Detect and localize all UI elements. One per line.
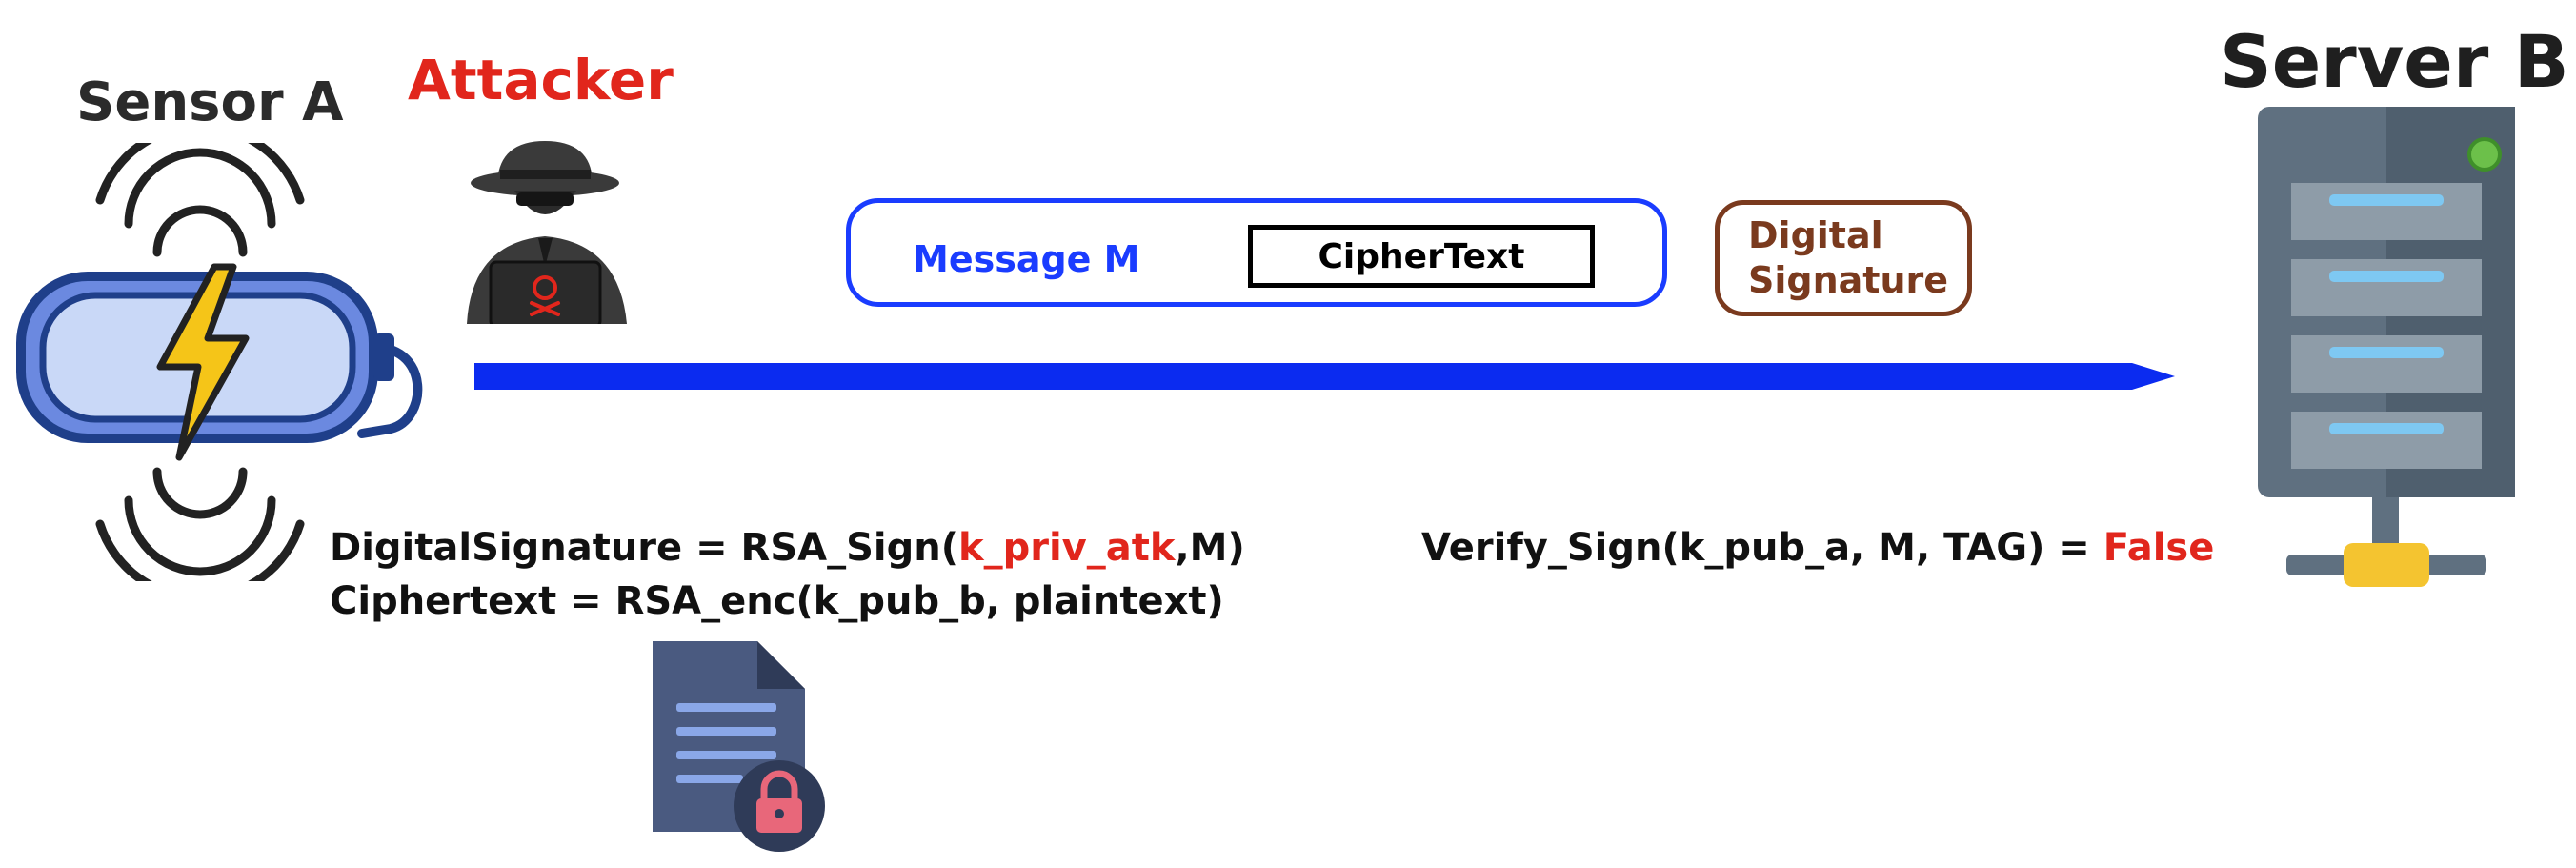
- verify-equation: Verify_Sign(k_pub_a, M, TAG) = False: [1421, 526, 2214, 570]
- digital-signature-box: Digital Signature: [1715, 200, 1972, 316]
- transmission-arrow: [474, 363, 2175, 390]
- signature-line2: Signature: [1748, 259, 1949, 301]
- verify-equation-prefix: Verify_Sign(k_pub_a, M, TAG) =: [1421, 526, 2103, 570]
- signature-equation-prefix: DigitalSignature = RSA_Sign(: [330, 526, 958, 570]
- hacker-icon: [467, 141, 627, 324]
- verify-result: False: [2103, 526, 2215, 570]
- attacker-label: Attacker: [408, 48, 674, 112]
- message-box: [846, 198, 1667, 307]
- signature-equation: DigitalSignature = RSA_Sign(k_priv_atk,M…: [330, 526, 1245, 570]
- signature-line1: Digital: [1748, 213, 1883, 256]
- ciphertext-box: CipherText: [1248, 225, 1595, 288]
- cipher-equation: Ciphertext = RSA_enc(k_pub_b, plaintext): [330, 579, 1224, 623]
- server-label: Server B: [2220, 19, 2569, 104]
- encrypted-document-icon: [653, 641, 825, 852]
- sensor-battery-icon: [16, 143, 423, 581]
- server-rack-icon: [2258, 107, 2515, 587]
- sensor-label: Sensor A: [76, 71, 344, 133]
- attacker-private-key: k_priv_atk: [958, 526, 1176, 570]
- signature-equation-suffix: ,M): [1175, 526, 1245, 570]
- message-label: Message M: [913, 238, 1140, 280]
